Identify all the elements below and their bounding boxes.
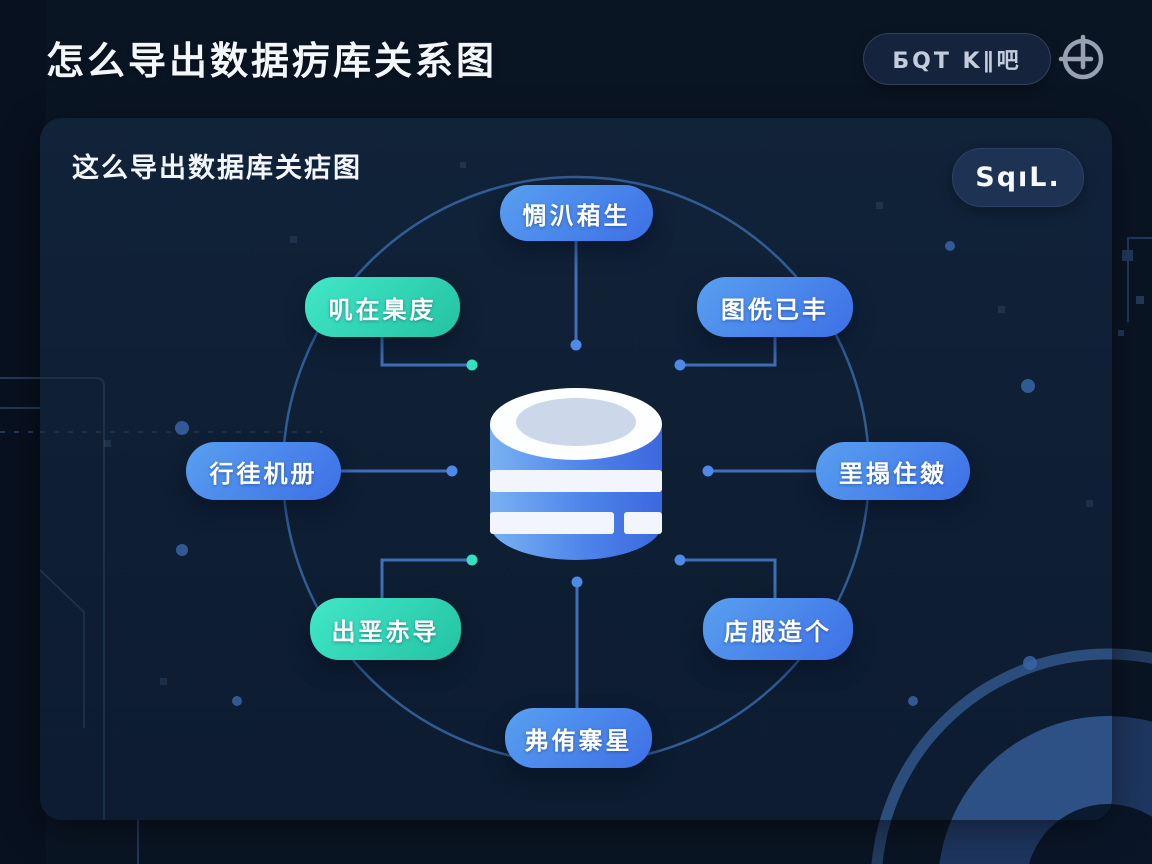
database-cylinder-icon: [490, 388, 662, 560]
page-title: 怎么导出数据疠库关系图: [46, 39, 498, 83]
node-label: 出垩赤导: [331, 617, 440, 646]
db-stripe-2a: [490, 512, 614, 534]
accent-dots: [175, 241, 1037, 706]
connector-top-right: [684, 335, 777, 367]
node-label: 行徍机册: [209, 459, 318, 488]
db-stripe-2b: [624, 512, 662, 534]
diagram-node-left: 行徍机册: [186, 442, 341, 500]
corner-rings: [879, 648, 1112, 820]
card-subtitle: 这么导出数据库关痁图: [72, 153, 362, 184]
diagram-node-bottom-left: 出垩赤导: [310, 598, 461, 660]
db-stripe-1: [490, 470, 662, 492]
node-label: 店服造个: [724, 617, 832, 646]
diagram-canvas: [40, 162, 1112, 820]
sql-badge-label: SqıL.: [975, 162, 1061, 193]
db-top-inner: [516, 398, 636, 446]
square-specks: [104, 162, 1093, 685]
brand-watermark-label: БQT K∥吧: [892, 49, 1022, 74]
diagram-node-bottom-right: 店服造个: [703, 598, 853, 660]
circle-cross-logo-icon: [1058, 34, 1104, 80]
sql-badge: SqıL.: [952, 148, 1084, 207]
node-label: 惆汃葙生: [522, 201, 631, 230]
left-dark-strip: [0, 0, 46, 864]
connectors: [339, 239, 818, 710]
circuit-traces-right: [1118, 237, 1152, 336]
node-label: 罜搨住皴: [839, 459, 947, 488]
node-label: 图侁已丰: [721, 295, 829, 324]
diagram-node-top: 惆汃葙生: [500, 185, 653, 241]
main-card: 这么导出数据库关痁图 SqıL. 惆汃葙生 叽在臬庋 图侁已丰 行徍机册 罜搨住…: [40, 118, 1112, 820]
connector-bottom-right: [684, 558, 777, 600]
connector-dots: [446, 339, 714, 588]
connector-bottom-left: [380, 558, 468, 600]
connector-top-left: [380, 335, 468, 367]
diagram-node-top-right: 图侁已丰: [697, 277, 853, 337]
diagram-node-top-left: 叽在臬庋: [305, 277, 460, 337]
brand-watermark-pill: БQT K∥吧: [863, 33, 1051, 85]
node-label: 叽在臬庋: [328, 295, 437, 324]
node-label: 弗侑寨星: [524, 726, 633, 755]
diagram-node-bottom: 弗侑寨星: [505, 708, 652, 768]
diagram-node-right: 罜搨住皴: [816, 442, 970, 500]
